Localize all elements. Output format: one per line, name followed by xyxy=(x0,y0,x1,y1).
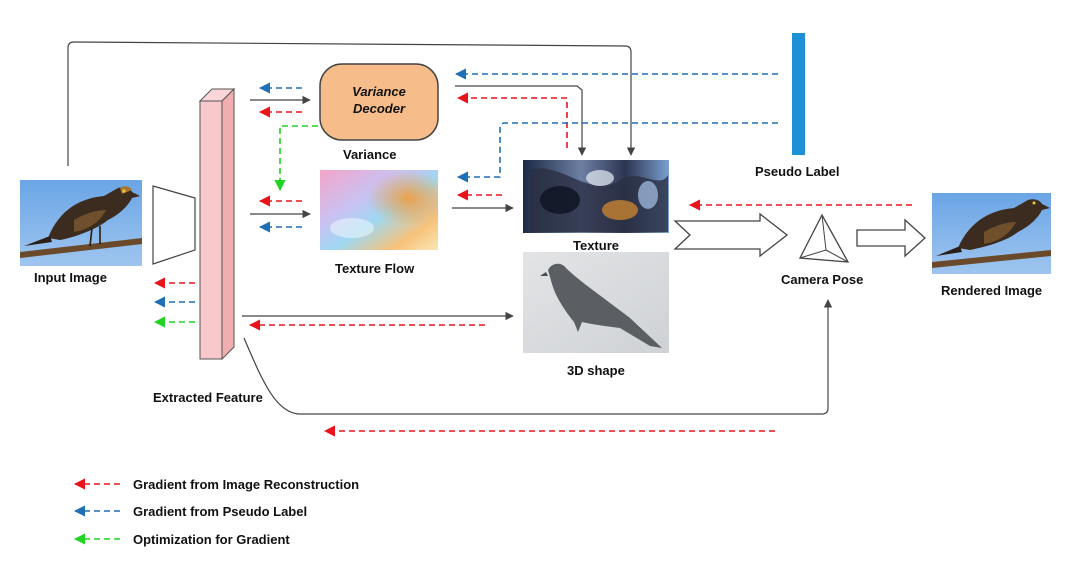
rendered-image-label: Rendered Image xyxy=(941,283,1043,298)
3d-shape-image xyxy=(523,252,669,353)
pseudo-label-bar xyxy=(792,33,805,155)
legend-item-pseudo-label: Gradient from Pseudo Label xyxy=(133,504,308,519)
texture-image xyxy=(523,160,669,233)
pseudo-label-label: Pseudo Label xyxy=(755,164,840,179)
3d-shape-label: 3D shape xyxy=(567,363,625,378)
input-image xyxy=(20,180,142,266)
variance-decoder-title-line1: Variance xyxy=(352,84,406,99)
blue-gradient-arrows xyxy=(153,68,778,308)
decoder-to-texture-arrow xyxy=(455,85,587,156)
encoder-shape xyxy=(152,185,196,265)
legend-item-optimization: Optimization for Gradient xyxy=(133,532,290,547)
red-gradient-arrows xyxy=(153,92,912,437)
feature-to-camera-arrow xyxy=(243,299,833,415)
camera-pose-icon xyxy=(798,213,850,263)
output-arrow xyxy=(856,218,926,258)
camera-pose-label: Camera Pose xyxy=(781,272,864,287)
input-image-label: Input Image xyxy=(34,270,107,285)
extracted-feature-label: Extracted Feature xyxy=(153,390,263,405)
legend-item-image-reconstruction: Gradient from Image Reconstruction xyxy=(133,477,360,492)
green-gradient-arrows xyxy=(153,125,318,328)
legend-arrows xyxy=(73,478,120,545)
texture-flow-image xyxy=(320,170,438,250)
extracted-feature-block xyxy=(198,87,236,361)
rendered-image xyxy=(932,193,1051,274)
texture-flow-label: Texture Flow xyxy=(335,261,415,276)
variance-label: Variance xyxy=(343,147,397,162)
variance-decoder-box xyxy=(319,63,439,141)
texture-label: Texture xyxy=(573,238,619,253)
render-arrow xyxy=(673,212,789,258)
input-to-texture-arrow xyxy=(67,41,636,166)
variance-decoder-title-line2: Decoder xyxy=(352,101,406,116)
